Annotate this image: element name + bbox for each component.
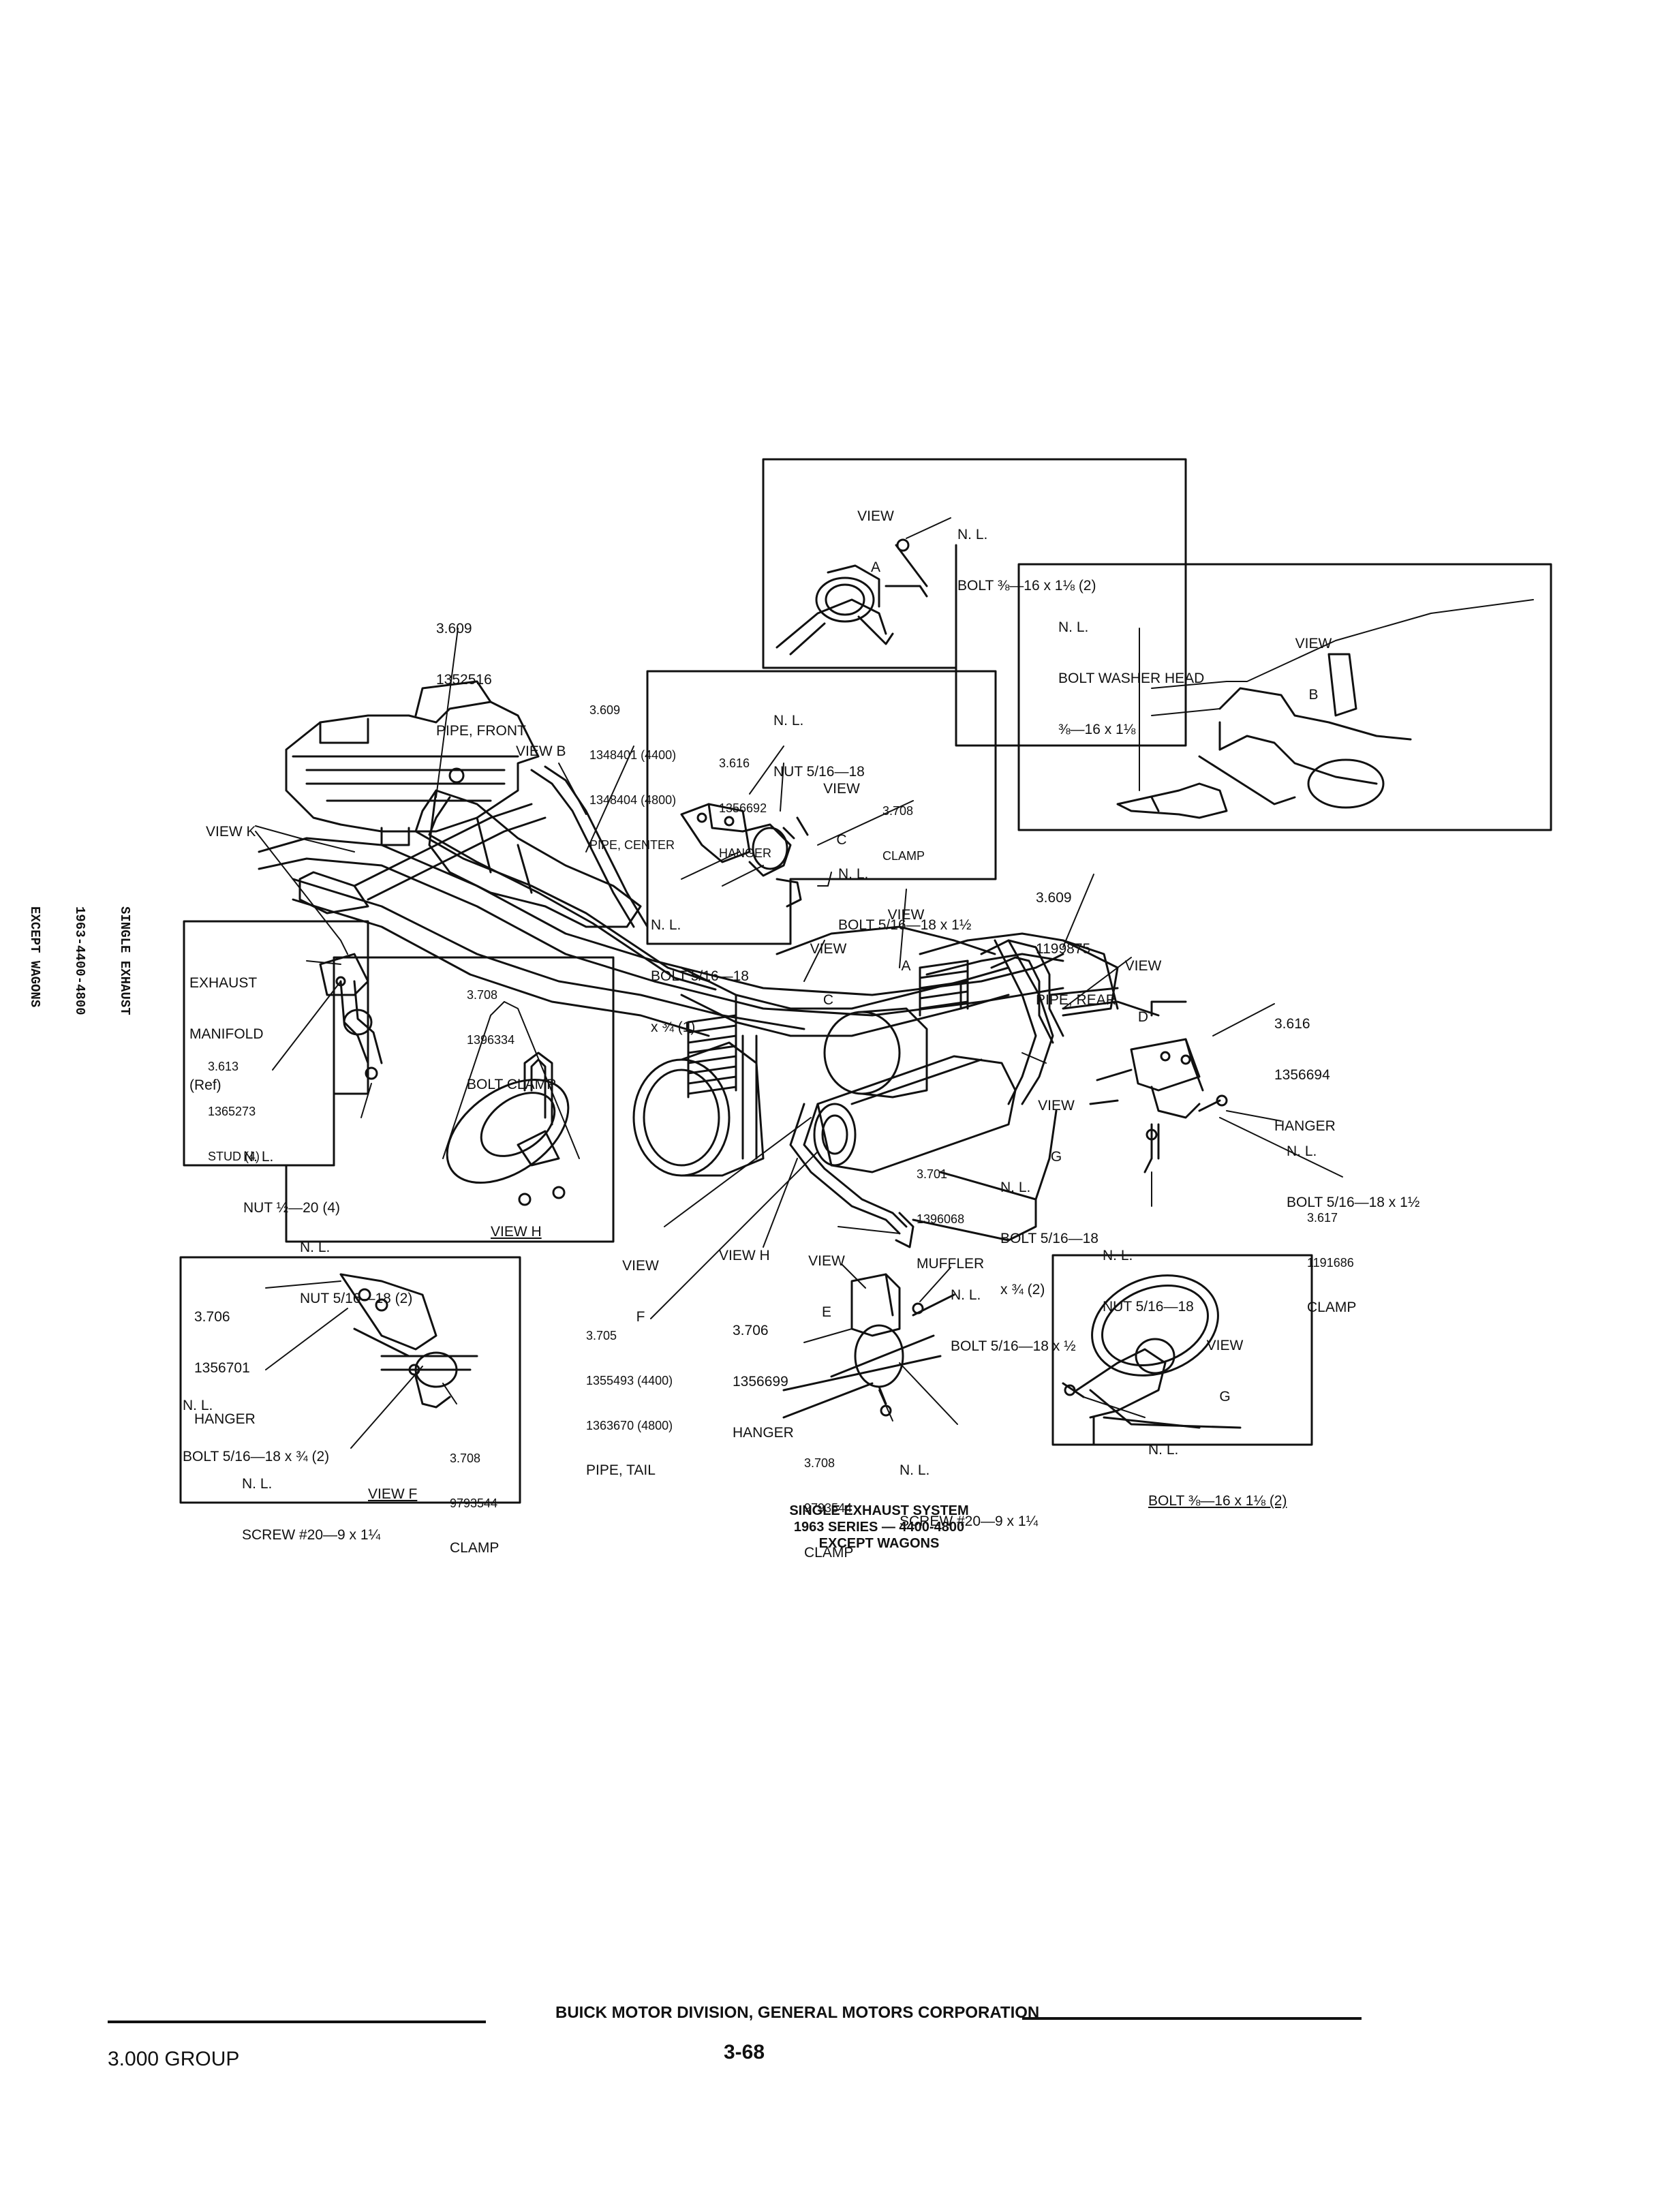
stud-label: 3.613 1365273 STUD (4) (208, 1060, 260, 1163)
hanger-e-label: 3.706 1356699 HANGER (733, 1323, 794, 1441)
view-k-callout: VIEW K (206, 824, 256, 840)
view-b-detail (1116, 599, 1534, 819)
view-h-title: VIEW H (491, 1224, 542, 1240)
view-c-hanger-label: 3.616 1356692 HANGER (719, 756, 772, 860)
view-b-box (1017, 563, 1552, 831)
footer-group: 3.000 GROUP (108, 2048, 240, 2070)
bolt-view-g-label: N. L. BOLT ⅜—16 x 1⅛ (2) (1148, 1442, 1287, 1509)
view-g-title: VIEW G (1206, 1338, 1244, 1404)
pipe-front-label: 3.609 1352516 PIPE, FRONT (436, 621, 526, 739)
view-c-nut-label: N. L. NUT 5/16—18 (773, 713, 865, 780)
view-g-detail (1062, 1274, 1242, 1429)
clamp-f-label: 3.708 9793544 CLAMP (450, 1451, 500, 1556)
hanger-f-label: 3.706 1356701 HANGER (194, 1309, 256, 1427)
coil-spring-right (919, 959, 969, 1017)
view-e-detail (782, 1273, 955, 1419)
view-c-box (646, 670, 997, 945)
view-a-title: VIEW A (857, 508, 894, 575)
pipe-tail-label: 3.705 1355493 (4400) 1363670 (4800) PIPE… (586, 1329, 673, 1478)
view-f-title: VIEW F (368, 1486, 418, 1502)
view-d-callout: VIEW D (1124, 958, 1162, 1025)
bolt-muffler-label: N. L. BOLT 5/16—18 x ¾ (2) (1000, 1180, 1098, 1297)
view-g-callout: VIEW G (1038, 1098, 1075, 1165)
chassis-frame (258, 680, 1160, 1248)
view-f-box (179, 1256, 521, 1504)
footer-rule-left (108, 2021, 486, 2023)
view-a-callout: VIEW A (887, 907, 925, 974)
bolt-e-label: N. L. BOLT 5/16—18 x ½ (951, 1287, 1076, 1354)
clamp-e-label: 3.708 9793544 CLAMP (804, 1456, 854, 1561)
view-c-callout: VIEW C (810, 941, 847, 1008)
clamp-rear-label: 3.617 1191686 CLAMP (1307, 1211, 1357, 1315)
muffler-body (813, 1055, 1017, 1173)
diagram-caption: SINGLE EXHAUST SYSTEM 1963 SERIES — 4400… (789, 1503, 969, 1551)
footer-company: BUICK MOTOR DIVISION, GENERAL MOTORS COR… (555, 2003, 1040, 2022)
view-f-detail (339, 1273, 478, 1409)
view-a-box (762, 458, 1187, 747)
view-c-clamp-label: 3.708 CLAMP (882, 804, 925, 863)
nut-h-label: N. L. NUT 5/16—18 (2) (300, 1240, 413, 1306)
view-d-hanger (1089, 1000, 1228, 1173)
view-e-callout: VIEW E (808, 1253, 845, 1320)
leader-lines (255, 628, 1343, 1449)
view-a-bolt-label: N. L. BOLT ⅜—16 x 1⅛ (2) (957, 527, 1096, 594)
bolt-f-label: N. L. BOLT 5/16—18 x ¾ (2) (183, 1398, 330, 1464)
hanger-rear-label: 3.616 1356694 HANGER (1274, 1016, 1336, 1134)
view-c-title: VIEW C (823, 781, 860, 848)
view-b-bolt-label: N. L. BOLT WASHER HEAD ⅜—16 x 1⅛ (1058, 619, 1205, 737)
view-a-flange (775, 517, 951, 656)
view-c-detail (680, 746, 914, 908)
footer-rule-right (1022, 2017, 1362, 2020)
view-g-box (1051, 1254, 1313, 1446)
nut-half-label: N. L. NUT ½—20 (4) (243, 1149, 340, 1216)
view-k-detail (319, 953, 383, 1080)
side-caption: SINGLE EXHAUST 1963-4400-4800 EXCEPT WAG… (27, 906, 132, 1015)
view-b-title: VIEW B (1295, 636, 1332, 703)
muffler-label: 3.701 1396068 MUFFLER (917, 1167, 985, 1272)
view-k-box (183, 920, 369, 1167)
exhaust-manifold-label: EXHAUST MANIFOLD (Ref) (189, 975, 264, 1093)
view-b-callout: VIEW B (516, 743, 566, 759)
footer-page-number: 3-68 (724, 2041, 765, 2063)
view-h-callout: VIEW H (719, 1248, 770, 1263)
nut-rear-label: N. L. NUT 5/16—18 (1103, 1248, 1194, 1315)
view-h-box (285, 956, 615, 1243)
pipe-rear-label: 3.609 1199875 PIPE, REAR (1036, 890, 1116, 1008)
bolt-g-label: N. L. BOLT 5/16—18 x 1½ (1287, 1143, 1420, 1210)
view-f-callout: VIEW F (622, 1258, 659, 1325)
bolt-clamp-label: 3.708 1396334 BOLT CLAMP (467, 988, 557, 1092)
view-h-detail (446, 1051, 570, 1206)
pipe-center-label: 3.609 1348401 (4400) 1348404 (4800) PIPE… (589, 703, 677, 852)
screw-f-label: N. L. SCREW #20—9 x 1¼ (242, 1476, 381, 1543)
view-c-bolt-long-label: N. L. BOLT 5/16—18 x 1½ (838, 866, 972, 933)
view-c-bolt-short-label: N. L. BOLT 5/16—18 x ¾ (1) (651, 917, 749, 1035)
screw-e-label: N. L. SCREW #20—9 x 1¼ (900, 1462, 1039, 1529)
